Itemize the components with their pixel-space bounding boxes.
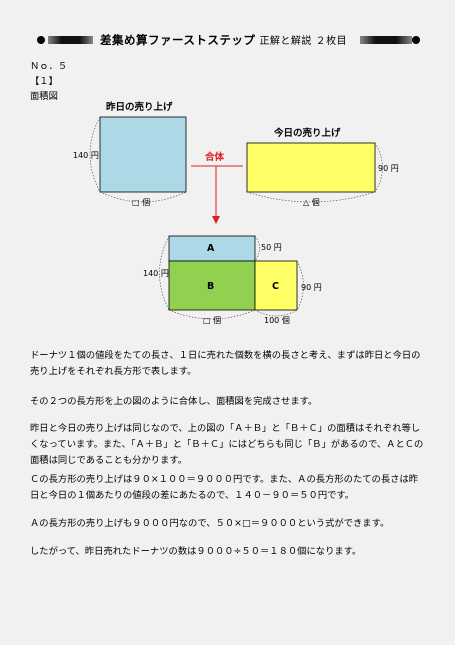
combine-arrow-head <box>212 216 220 224</box>
yesterday-count-label: □ 個 <box>132 198 151 207</box>
page-header: 差集め算ファーストステップ正解と解説 ２枚目 <box>30 32 425 48</box>
yesterday-rect <box>99 116 187 193</box>
paragraph-1-line-1: ドーナツ１個の値段をたての長さ、１日に売れた個数を横の長さと考え、まずは昨日と今… <box>30 350 421 361</box>
header-right-bar <box>360 36 412 44</box>
label-a: A <box>207 243 215 254</box>
problem-number: Ｎｏ．５ <box>30 61 68 72</box>
c-width-arc <box>254 309 298 317</box>
combined-count-label: □ 個 <box>203 316 222 325</box>
paragraph-1-line-2: 売り上げをそれぞれ長方形で表します。 <box>30 366 197 377</box>
yesterday-price-label: 140 円 <box>73 151 99 160</box>
paragraph-4-line-1: Ｃの長方形の売り上げは９０×１００＝９０００円です。また、Ａの長方形のたての長さ… <box>30 474 419 485</box>
paragraph-4-line-2: 日と今日の１個あたりの値段の差にあたるので、１４０－９０＝５０円です。 <box>30 490 355 501</box>
paragraph-5-line-1: Ａの長方形の売り上げも９０００円なので、５０×□＝９０００という式ができます。 <box>30 518 390 529</box>
yesterday-width-arc <box>99 191 187 203</box>
a-height-arc <box>254 235 260 262</box>
today-width-arc <box>246 191 376 203</box>
today-rect <box>246 142 376 193</box>
paragraph-3-line-3: 面積は同じであることも分かります。 <box>30 455 188 466</box>
label-c: C <box>272 281 279 292</box>
c-count-label: 100 個 <box>264 316 290 325</box>
page-title: 差集め算ファーストステップ正解と解説 ２枚目 <box>100 33 348 47</box>
header-left-dot <box>37 36 45 44</box>
label-b: B <box>207 281 215 292</box>
combined-height-arc <box>159 235 170 311</box>
yesterday-title: 昨日の売り上げ <box>106 102 173 113</box>
c-height-label: 90 円 <box>301 283 322 292</box>
paragraph-6-line-1: したがって、昨日売れたドーナツの数は９０００÷５０＝１８０個になります。 <box>30 546 362 557</box>
header-right-dot <box>412 36 420 44</box>
page-subtitle: 正解と解説 ２枚目 <box>259 36 348 47</box>
today-title: 今日の売り上げ <box>274 128 341 139</box>
paragraph-2-line-1: その２つの長方形を上の図のように合体し、面積図を完成させます。 <box>30 396 318 407</box>
paragraph-3-line-2: くなっています。また、「Ａ＋Ｂ」と「Ｂ＋Ｃ」にはどちらも同じ「Ｂ」があるので、Ａ… <box>30 439 424 450</box>
section-title: 面積図 <box>30 91 58 102</box>
rect-b <box>168 260 256 311</box>
yesterday-height-arc <box>89 116 101 193</box>
header-left-bar <box>48 36 93 44</box>
rect-c <box>254 260 298 311</box>
combined-price-label: 140 円 <box>143 269 169 278</box>
section-label: 【１】 <box>30 76 58 87</box>
today-price-label: 90 円 <box>378 164 399 173</box>
c-height-arc <box>296 260 304 311</box>
combine-label: 合体 <box>205 152 225 163</box>
paragraph-3-line-1: 昨日と今日の売り上げは同じなので、上の図の「Ａ＋Ｂ」と「Ｂ＋Ｃ」の面積はそれぞれ… <box>30 423 421 434</box>
area-diagram <box>89 116 383 320</box>
today-count-label: △ 個 <box>303 198 320 207</box>
combined-width-arc <box>168 309 256 320</box>
a-height-label: 50 円 <box>261 243 282 252</box>
rect-a <box>168 235 256 262</box>
